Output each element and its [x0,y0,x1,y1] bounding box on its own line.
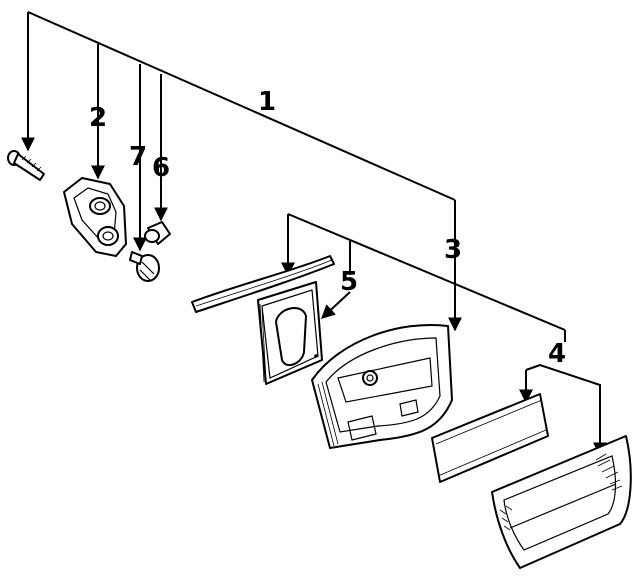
callout-6: 6 [152,153,170,183]
leader-lines-group-1 [21,11,462,332]
callout-4: 4 [548,339,566,369]
bulb-wedge-part [129,251,160,282]
callout-5: 5 [340,267,358,297]
reflector-panel-part [257,281,323,385]
lamp-housing-part [311,324,453,449]
lamp-socket-part [63,177,127,257]
callout-1: 1 [258,87,276,117]
lens-lower-part [491,435,632,569]
bulb-small-part [144,221,171,245]
screw-part [7,150,45,181]
leader-lines-group-4-5 [281,213,607,457]
weatherstrip-part [191,255,335,313]
lens-upper-part [431,393,549,483]
callout-2: 2 [89,103,107,133]
callout-7: 7 [129,142,147,172]
callout-3: 3 [444,235,462,265]
